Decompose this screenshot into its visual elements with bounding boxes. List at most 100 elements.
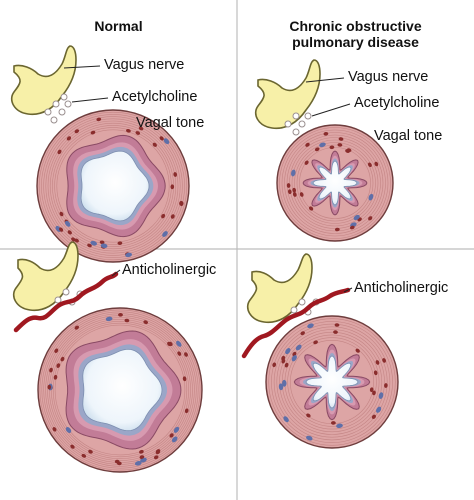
red-cell bbox=[87, 243, 92, 248]
red-cell bbox=[323, 131, 329, 136]
label-anticholinergic: Anticholinergic bbox=[122, 262, 217, 278]
heading-copd: Chronic obstructive pulmonary disease bbox=[237, 18, 474, 50]
red-cell bbox=[70, 444, 75, 449]
red-cell bbox=[49, 367, 53, 373]
blue-cell bbox=[353, 214, 360, 221]
blue-cell bbox=[378, 392, 384, 399]
red-cell bbox=[161, 213, 166, 219]
red-cell bbox=[334, 227, 340, 232]
red-cell bbox=[346, 148, 352, 153]
red-cell bbox=[300, 331, 305, 336]
smooth-muscle-ring bbox=[276, 326, 388, 438]
red-cell bbox=[384, 383, 388, 388]
blue-cell bbox=[100, 243, 108, 249]
red-cell bbox=[67, 230, 72, 235]
smooth-muscle-ring bbox=[268, 318, 396, 446]
airway-lumen bbox=[80, 150, 150, 222]
red-cell bbox=[126, 128, 131, 133]
red-cell bbox=[373, 370, 378, 376]
airway-lumen bbox=[82, 348, 163, 432]
blue-cell bbox=[368, 193, 374, 201]
smooth-muscle-ring bbox=[296, 144, 374, 222]
red-cell bbox=[369, 387, 374, 393]
smooth-muscle-ring bbox=[52, 322, 188, 458]
panel-normal-anticholinergic bbox=[12, 241, 203, 473]
red-cell bbox=[74, 129, 80, 134]
red-cell bbox=[375, 360, 380, 365]
red-cell bbox=[124, 318, 130, 323]
red-cell bbox=[305, 142, 310, 147]
red-cell bbox=[74, 238, 79, 243]
label-anticholinergic: Anticholinergic bbox=[354, 280, 449, 296]
red-cell bbox=[71, 237, 76, 242]
smooth-muscle-ring bbox=[294, 142, 376, 224]
acetylcholine-vesicles bbox=[44, 93, 72, 124]
smooth-muscle-ring bbox=[299, 147, 371, 219]
red-cell bbox=[170, 184, 175, 190]
smooth-muscle-ring bbox=[287, 337, 377, 427]
label-vagal-tone: Vagal tone bbox=[374, 128, 443, 144]
blue-cell bbox=[295, 344, 302, 351]
smooth-muscle-ring bbox=[281, 331, 383, 433]
red-cell bbox=[355, 348, 360, 353]
red-cell bbox=[292, 187, 297, 193]
smooth-muscle-ring bbox=[49, 122, 177, 250]
red-cell bbox=[338, 137, 344, 141]
red-cell bbox=[117, 241, 123, 246]
label-acetylcholine: Acetylcholine bbox=[354, 95, 440, 111]
red-cell bbox=[168, 341, 173, 347]
airway-cross-section-normal bbox=[37, 307, 203, 473]
red-cell bbox=[313, 340, 318, 345]
blue-cell bbox=[306, 435, 313, 441]
red-cell bbox=[284, 362, 289, 368]
red-cell bbox=[177, 351, 182, 356]
red-cell bbox=[371, 414, 376, 419]
red-cell bbox=[281, 358, 286, 364]
red-cell bbox=[138, 126, 144, 131]
blue-cell bbox=[171, 436, 178, 443]
blue-cell bbox=[64, 220, 71, 227]
red-cell bbox=[299, 192, 304, 197]
vagus-nerve-terminal bbox=[246, 253, 313, 324]
red-cell bbox=[374, 161, 379, 167]
red-cell bbox=[56, 363, 61, 368]
airway-cross-section-normal bbox=[36, 109, 190, 263]
blue-cell bbox=[283, 416, 289, 423]
blue-cell bbox=[162, 231, 168, 237]
red-cell bbox=[96, 117, 102, 122]
red-cell bbox=[184, 408, 189, 414]
red-cell bbox=[334, 323, 340, 327]
red-cell bbox=[184, 352, 188, 357]
red-cell bbox=[90, 130, 96, 135]
red-cell bbox=[152, 142, 157, 147]
vagus-nerve-terminal bbox=[254, 59, 321, 130]
red-cell bbox=[155, 450, 161, 455]
smooth-muscle-ring bbox=[286, 134, 384, 232]
smooth-muscle-ring bbox=[56, 129, 170, 243]
red-cell bbox=[306, 413, 311, 418]
smooth-muscle-ring bbox=[38, 111, 188, 261]
red-cell bbox=[286, 183, 291, 188]
smooth-muscle-ring bbox=[279, 329, 385, 435]
red-cell bbox=[74, 325, 80, 330]
red-cell bbox=[368, 216, 373, 221]
acetylcholine-vesicles bbox=[284, 112, 312, 136]
vagus-nerve-terminal bbox=[12, 241, 79, 312]
red-cell bbox=[367, 162, 372, 168]
blue-cell bbox=[291, 355, 297, 362]
smooth-muscle-ring bbox=[281, 129, 389, 237]
red-cell bbox=[57, 149, 62, 155]
airway-lumen bbox=[305, 355, 359, 409]
smooth-muscle-ring bbox=[47, 120, 179, 252]
leader-line bbox=[111, 269, 121, 277]
red-cell bbox=[337, 143, 343, 147]
red-cell bbox=[159, 136, 164, 141]
airway-cross-section-copd bbox=[265, 315, 399, 449]
red-cell bbox=[60, 356, 65, 362]
red-cell bbox=[287, 189, 292, 195]
smooth-muscle-ring bbox=[43, 116, 183, 256]
smooth-muscle-ring bbox=[39, 309, 201, 471]
red-cell bbox=[272, 362, 277, 368]
smooth-muscle-ring bbox=[289, 137, 381, 229]
blue-cell bbox=[105, 316, 113, 322]
